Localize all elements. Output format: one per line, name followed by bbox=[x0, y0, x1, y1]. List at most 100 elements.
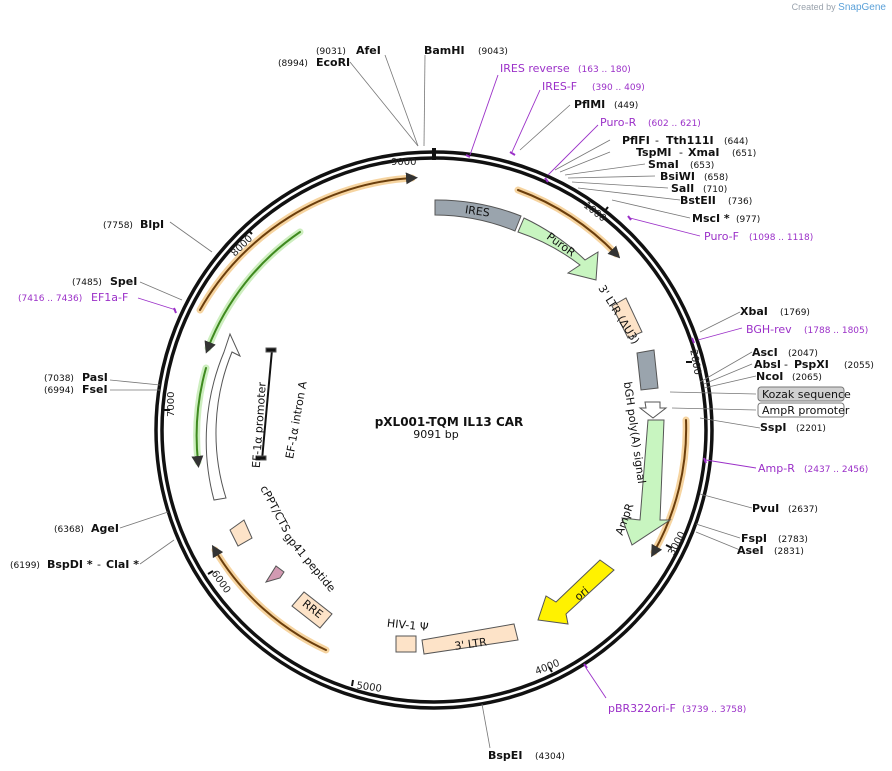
enzyme-leaders bbox=[109, 54, 761, 749]
enzyme-pasi-pos: (7038) bbox=[44, 374, 74, 384]
primer-amp-r-range: (2437 .. 2456) bbox=[804, 465, 868, 475]
primer-amp-r: Amp-R bbox=[758, 462, 795, 475]
enzyme-labels: (9031) AfeI (8994) EcoRI BamHI (9043) Pf… bbox=[10, 44, 874, 762]
enzyme-smai: SmaI bbox=[648, 158, 679, 171]
enzyme-bsteii: BstEII bbox=[680, 194, 716, 207]
label-ires: IRES bbox=[464, 203, 490, 219]
enzyme-sspi-pos: (2201) bbox=[796, 424, 826, 434]
enzyme-clai: ClaI * bbox=[106, 558, 139, 571]
enzyme-fspi: FspI bbox=[741, 532, 767, 545]
enzyme-spei: SpeI bbox=[110, 275, 137, 288]
enzyme-absi-pos: (2055) bbox=[844, 361, 874, 371]
orf-arcs bbox=[191, 172, 690, 654]
enzyme-pvui: PvuI bbox=[752, 502, 779, 515]
feature-gp41 bbox=[264, 565, 285, 583]
enzyme-ncoi-pos: (2065) bbox=[792, 373, 822, 383]
enzyme-fspi-pos: (2783) bbox=[778, 535, 808, 545]
tick-4000: 4000 bbox=[534, 658, 562, 678]
enzyme-tspmi: TspMI bbox=[636, 146, 672, 159]
enzyme-asci-pos: (2047) bbox=[788, 349, 818, 359]
feature-cppt bbox=[229, 519, 253, 547]
primer-leaders bbox=[137, 74, 757, 699]
enzyme-pflfi-pos: (644) bbox=[724, 137, 748, 147]
origin-marker bbox=[432, 148, 436, 160]
enzyme-tspmi-pos: (651) bbox=[732, 149, 756, 159]
primer-ires-f-range: (390 .. 409) bbox=[592, 83, 645, 93]
enzyme-afei: AfeI bbox=[356, 44, 381, 57]
feature-bgh bbox=[636, 349, 659, 391]
enzyme-bamhi-pos: (9043) bbox=[478, 47, 508, 57]
primer-bgh-rev: BGH-rev bbox=[746, 323, 792, 336]
enzyme-agei: AgeI bbox=[91, 522, 119, 535]
enzyme-msci-pos: (977) bbox=[736, 215, 760, 225]
enzyme-pflmi: PflMI bbox=[574, 98, 605, 111]
primer-puro-r: Puro-R bbox=[600, 116, 637, 129]
feature-ori bbox=[537, 559, 615, 625]
primer-ef1a-f: EF1a-F bbox=[91, 291, 128, 304]
tick-5000: 5000 bbox=[356, 680, 383, 694]
label-gp41: gp41 peptide bbox=[281, 530, 338, 595]
enzyme-afei-pos: (9031) bbox=[316, 47, 346, 57]
enzyme-xbai-pos: (1769) bbox=[780, 308, 810, 318]
label-ef1a-intron: EF-1α intron A bbox=[283, 380, 309, 460]
feature-rre bbox=[291, 591, 333, 629]
feature-hiv-psi bbox=[395, 635, 417, 653]
plasmid-name: pXL001-TQM IL13 CAR bbox=[375, 415, 524, 429]
enzyme-ncoi: NcoI bbox=[756, 370, 783, 383]
feature-ampr bbox=[621, 419, 672, 546]
label-ltr3: 3' LTR bbox=[454, 635, 488, 652]
feature-ltr3-du3 bbox=[611, 297, 643, 339]
feature-blocks bbox=[205, 199, 672, 655]
ampr-promoter-label: AmpR promoter bbox=[762, 404, 850, 417]
feature-ef1a-promoter bbox=[205, 332, 242, 501]
boxed-labels: Kozak sequence AmpR promoter bbox=[669, 386, 851, 418]
enzyme-asei: AseI bbox=[737, 544, 764, 557]
tick-marks bbox=[164, 206, 692, 687]
primer-bgh-rev-range: (1788 .. 1805) bbox=[804, 326, 868, 336]
primer-puro-f-range: (1098 .. 1118) bbox=[749, 233, 813, 243]
enzyme-msci: MscI * bbox=[692, 212, 730, 225]
enzyme-bamhi: BamHI bbox=[424, 44, 465, 57]
enzyme-bsiwi: BsiWI bbox=[660, 170, 695, 183]
feature-ef1a-intron bbox=[261, 349, 273, 461]
credit-line: Created by SnapGene bbox=[792, 2, 886, 13]
primer-pbr322ori-f-range: (3739 .. 3758) bbox=[682, 705, 746, 715]
enzyme-spei-pos: (7485) bbox=[72, 278, 102, 288]
enzyme-agei-pos: (6368) bbox=[54, 525, 84, 535]
primer-puro-r-range: (602 .. 621) bbox=[648, 119, 701, 129]
enzyme-ecori: EcoRI bbox=[316, 56, 350, 69]
enzyme-bspei: BspEI bbox=[488, 749, 522, 762]
primer-labels: IRES reverse (163 .. 180) IRES-F (390 ..… bbox=[18, 62, 868, 715]
enzyme-sali-pos: (710) bbox=[703, 185, 727, 195]
enzyme-pflfi: PflFI bbox=[622, 134, 650, 147]
feature-ires bbox=[434, 199, 522, 232]
primer-ef1a-f-range: (7416 .. 7436) bbox=[18, 294, 82, 304]
primer-puro-f: Puro-F bbox=[704, 230, 739, 243]
enzyme-sali: SalI bbox=[671, 182, 694, 195]
enzyme-xbai: XbaI bbox=[740, 305, 768, 318]
label-bgh: bGH poly(A) signal bbox=[621, 381, 648, 485]
primer-ires-f: IRES-F bbox=[542, 80, 577, 93]
svg-text:-: - bbox=[655, 134, 659, 147]
enzyme-pspxi: PspXI bbox=[794, 358, 829, 371]
enzyme-absi: AbsI bbox=[754, 358, 781, 371]
enzyme-fsei: FseI bbox=[82, 383, 108, 396]
feature-puror bbox=[517, 217, 599, 281]
tick-7000: 7000 bbox=[166, 392, 177, 417]
enzyme-bspei-pos: (4304) bbox=[535, 752, 565, 762]
primer-ires-reverse-range: (163 .. 180) bbox=[578, 65, 631, 75]
kozak-label: Kozak sequence bbox=[762, 388, 851, 401]
label-ef1a-promoter: EF-1α promoter bbox=[250, 381, 269, 468]
enzyme-pvui-pos: (2637) bbox=[788, 505, 818, 515]
primer-ticks bbox=[173, 151, 707, 669]
orf-arc-top-left bbox=[196, 174, 416, 314]
enzyme-smai-pos: (653) bbox=[690, 161, 714, 171]
feature-ltr3 bbox=[421, 623, 519, 655]
enzyme-bsiwi-pos: (658) bbox=[704, 173, 728, 183]
tick-labels: 9000 1000 2000 3000 4000 5000 6000 7000 … bbox=[166, 157, 703, 695]
credit-prefix: Created by bbox=[791, 2, 836, 12]
plasmid-size: 9091 bp bbox=[413, 428, 458, 441]
enzyme-xmai: XmaI bbox=[688, 146, 719, 159]
